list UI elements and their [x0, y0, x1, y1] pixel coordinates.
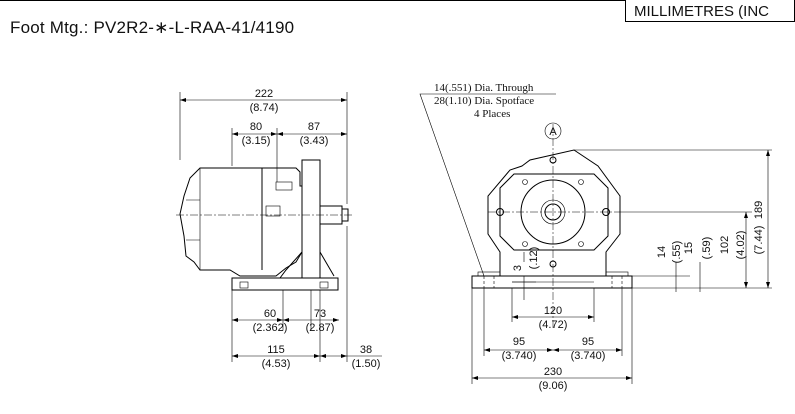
side-view-detail: [186, 199, 200, 241]
top-rule: [0, 0, 625, 1]
side-view: 222 (8.74) 80 (3.15) 87 (3.43) 60 (2.362…: [176, 88, 382, 370]
dim-3-mm: 3: [512, 265, 524, 271]
page-title: Foot Mtg.: PV2R2-∗-L-RAA-41/4190: [10, 18, 295, 37]
side-view-foot-slot-2: [319, 281, 329, 289]
dim-15-mm: 15: [683, 242, 695, 254]
hole-note-through: 14(.551) Dia. Through: [434, 82, 534, 94]
dim-120-in: (4.72): [539, 319, 568, 331]
front-view: 14(.551) Dia. Through 28(1.10) Dia. Spot…: [419, 82, 772, 392]
dim-115-mm: 115: [267, 344, 285, 356]
dim-80-in: (3.15): [242, 135, 271, 147]
front-view-spotface-left: [477, 271, 501, 277]
front-view-housing: [487, 149, 621, 277]
dim-95-left-mm: 95: [513, 336, 525, 348]
dim-230-mm: 230: [544, 366, 562, 378]
side-view-port-mid: [265, 205, 281, 217]
dim-95-left-in: (3.740): [502, 350, 537, 362]
dim-115-in: (4.53): [262, 358, 291, 370]
dim-222-in: (8.74): [250, 102, 279, 114]
dim-102-in: (4.02): [735, 231, 747, 260]
front-view-bracket: [499, 173, 609, 251]
side-view-gusset: [279, 251, 335, 279]
dim-60-mm: 60: [264, 308, 276, 320]
dim-120-mm: 120: [544, 305, 562, 317]
dim-95-arrows: [484, 348, 622, 352]
side-view-body: [179, 167, 303, 277]
dim-87-mm: 87: [308, 121, 320, 133]
front-view-hole-ul: [522, 179, 528, 185]
hole-note-spotface: 28(1.10) Dia. Spotface: [434, 95, 534, 107]
hole-note-leader: [419, 93, 556, 277]
side-view-port-top: [275, 181, 293, 191]
dim-102-mm: 102: [719, 236, 731, 254]
front-view-hole-lr: [578, 241, 584, 247]
dim-95-right-mm: 95: [582, 336, 594, 348]
side-view-foot: [231, 277, 339, 291]
dim-15-in: (.59): [701, 237, 713, 260]
side-view-foot-slot-1: [239, 281, 249, 289]
dim-95-right-in: (3.740): [571, 350, 606, 362]
dim-14-in: (.55): [671, 241, 683, 264]
front-view-spotface-right: [605, 271, 629, 277]
dim-3-in: (.12): [528, 247, 540, 270]
dim-14-mm: 14: [656, 246, 668, 258]
dim-189-in: (7.44): [753, 226, 765, 255]
dim-115-38-arrows: [232, 354, 347, 358]
dim-60-in: (2.362): [253, 322, 288, 334]
hole-note-places: 4 Places: [474, 108, 510, 120]
dim-38-mm: 38: [360, 344, 372, 356]
dim-60-73-arrows: [232, 318, 339, 322]
dim-222-mm: 222: [255, 88, 273, 100]
dim-230-in: (9.06): [539, 380, 568, 392]
dim-80-mm: 80: [250, 121, 262, 133]
dim-87-in: (3.43): [300, 135, 329, 147]
front-view-hole-ll: [522, 241, 528, 247]
front-view-hole-ur: [578, 179, 584, 185]
dim-189-mm: 189: [753, 201, 765, 219]
side-view-bracket-plate: [301, 159, 321, 279]
port-a-label: A: [549, 126, 557, 138]
dim-38-in: (1.50): [352, 358, 381, 370]
